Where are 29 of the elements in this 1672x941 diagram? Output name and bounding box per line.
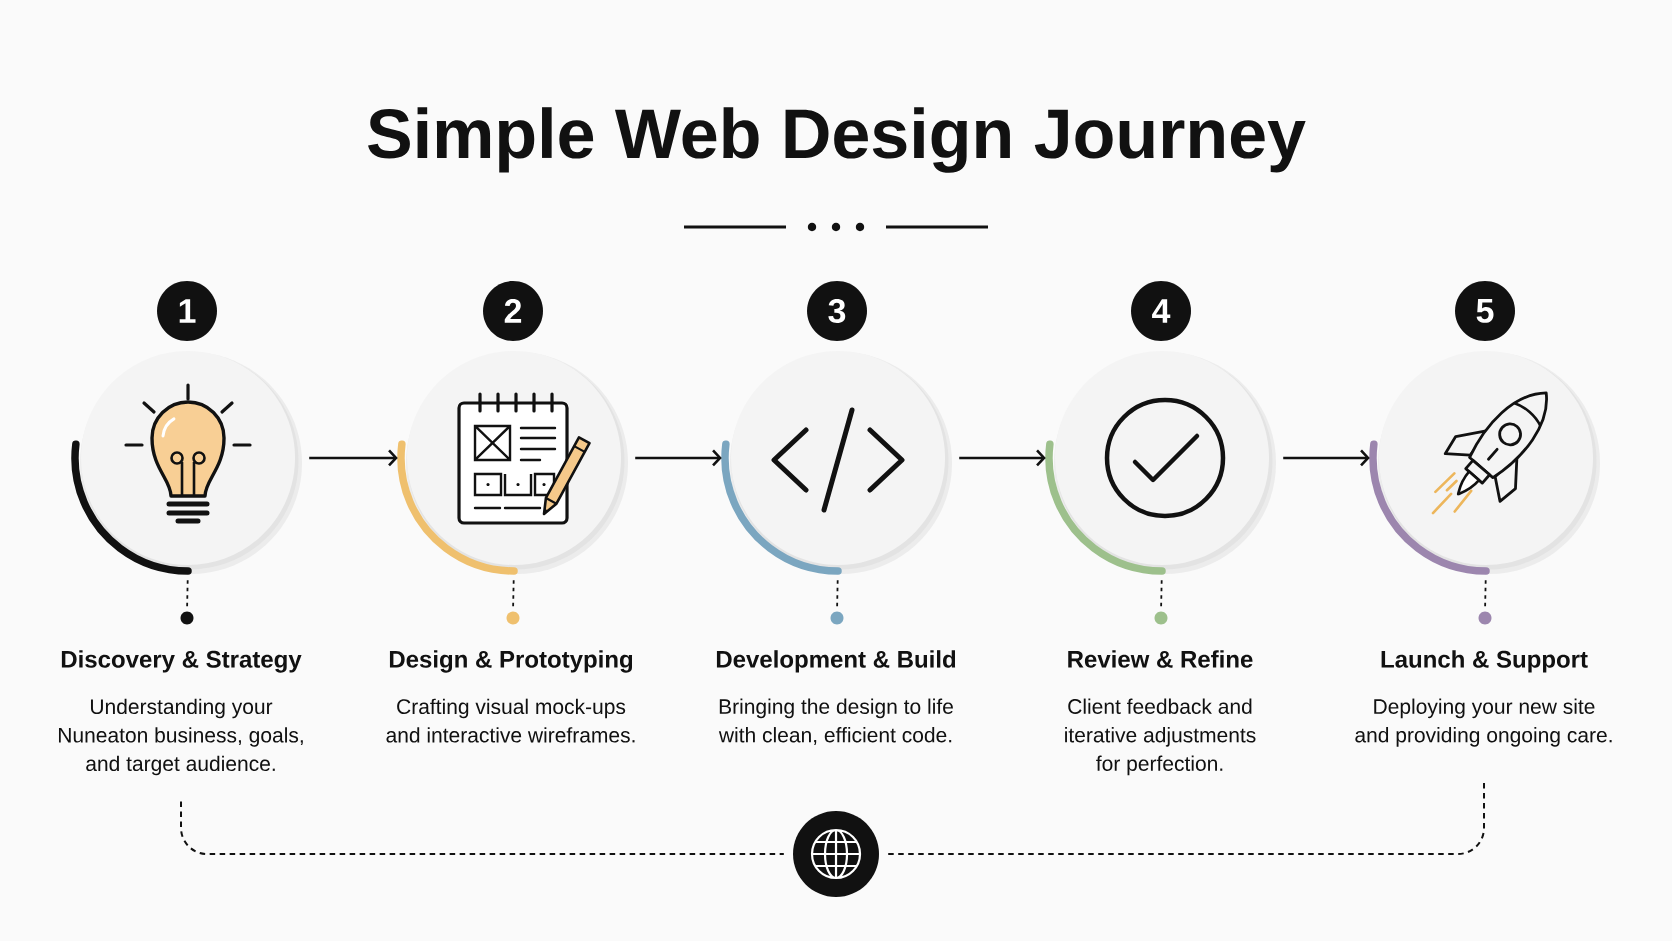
title: Simple Web Design Journey — [368, 107, 1306, 173]
number-badge: 3 — [807, 281, 867, 341]
step-description: Bringing the design to life with clean, efficient code. — [718, 698, 953, 745]
step-circle — [730, 351, 952, 574]
step-title: Review & Refine — [1068, 650, 1253, 668]
number-badge: 1 — [157, 281, 217, 341]
arrow — [635, 449, 722, 467]
leader-line — [1484, 579, 1487, 608]
leader-line — [1160, 579, 1163, 608]
step-description: Client feedback and iterative adjustments for perfection. — [1065, 698, 1256, 776]
step-title: Launch & Support — [1381, 650, 1588, 673]
connector-line — [180, 800, 785, 855]
step-title: Design & Prototyping — [389, 650, 633, 673]
leader-line — [836, 579, 839, 608]
arrow — [309, 449, 398, 467]
hub-circle — [793, 811, 879, 897]
step-description: Understanding your Nuneaton business, goals, and target audience. — [59, 698, 303, 776]
number-badge: 5 — [1455, 281, 1515, 341]
leader-line — [186, 579, 189, 608]
leader-line — [512, 579, 515, 608]
number-badge: 4 — [1131, 281, 1191, 341]
step-description: Deploying your new site and providing ongoing care. — [1355, 698, 1612, 747]
arrow — [1283, 449, 1370, 467]
step-title: Development & Build — [716, 650, 956, 673]
step-description: Crafting visual mock-ups and interactive wireframes. — [386, 698, 635, 743]
step-circle — [1054, 351, 1276, 574]
number-badge: 2 — [483, 281, 543, 341]
arrow — [959, 449, 1046, 467]
step-title: Discovery & Strategy — [61, 650, 302, 673]
